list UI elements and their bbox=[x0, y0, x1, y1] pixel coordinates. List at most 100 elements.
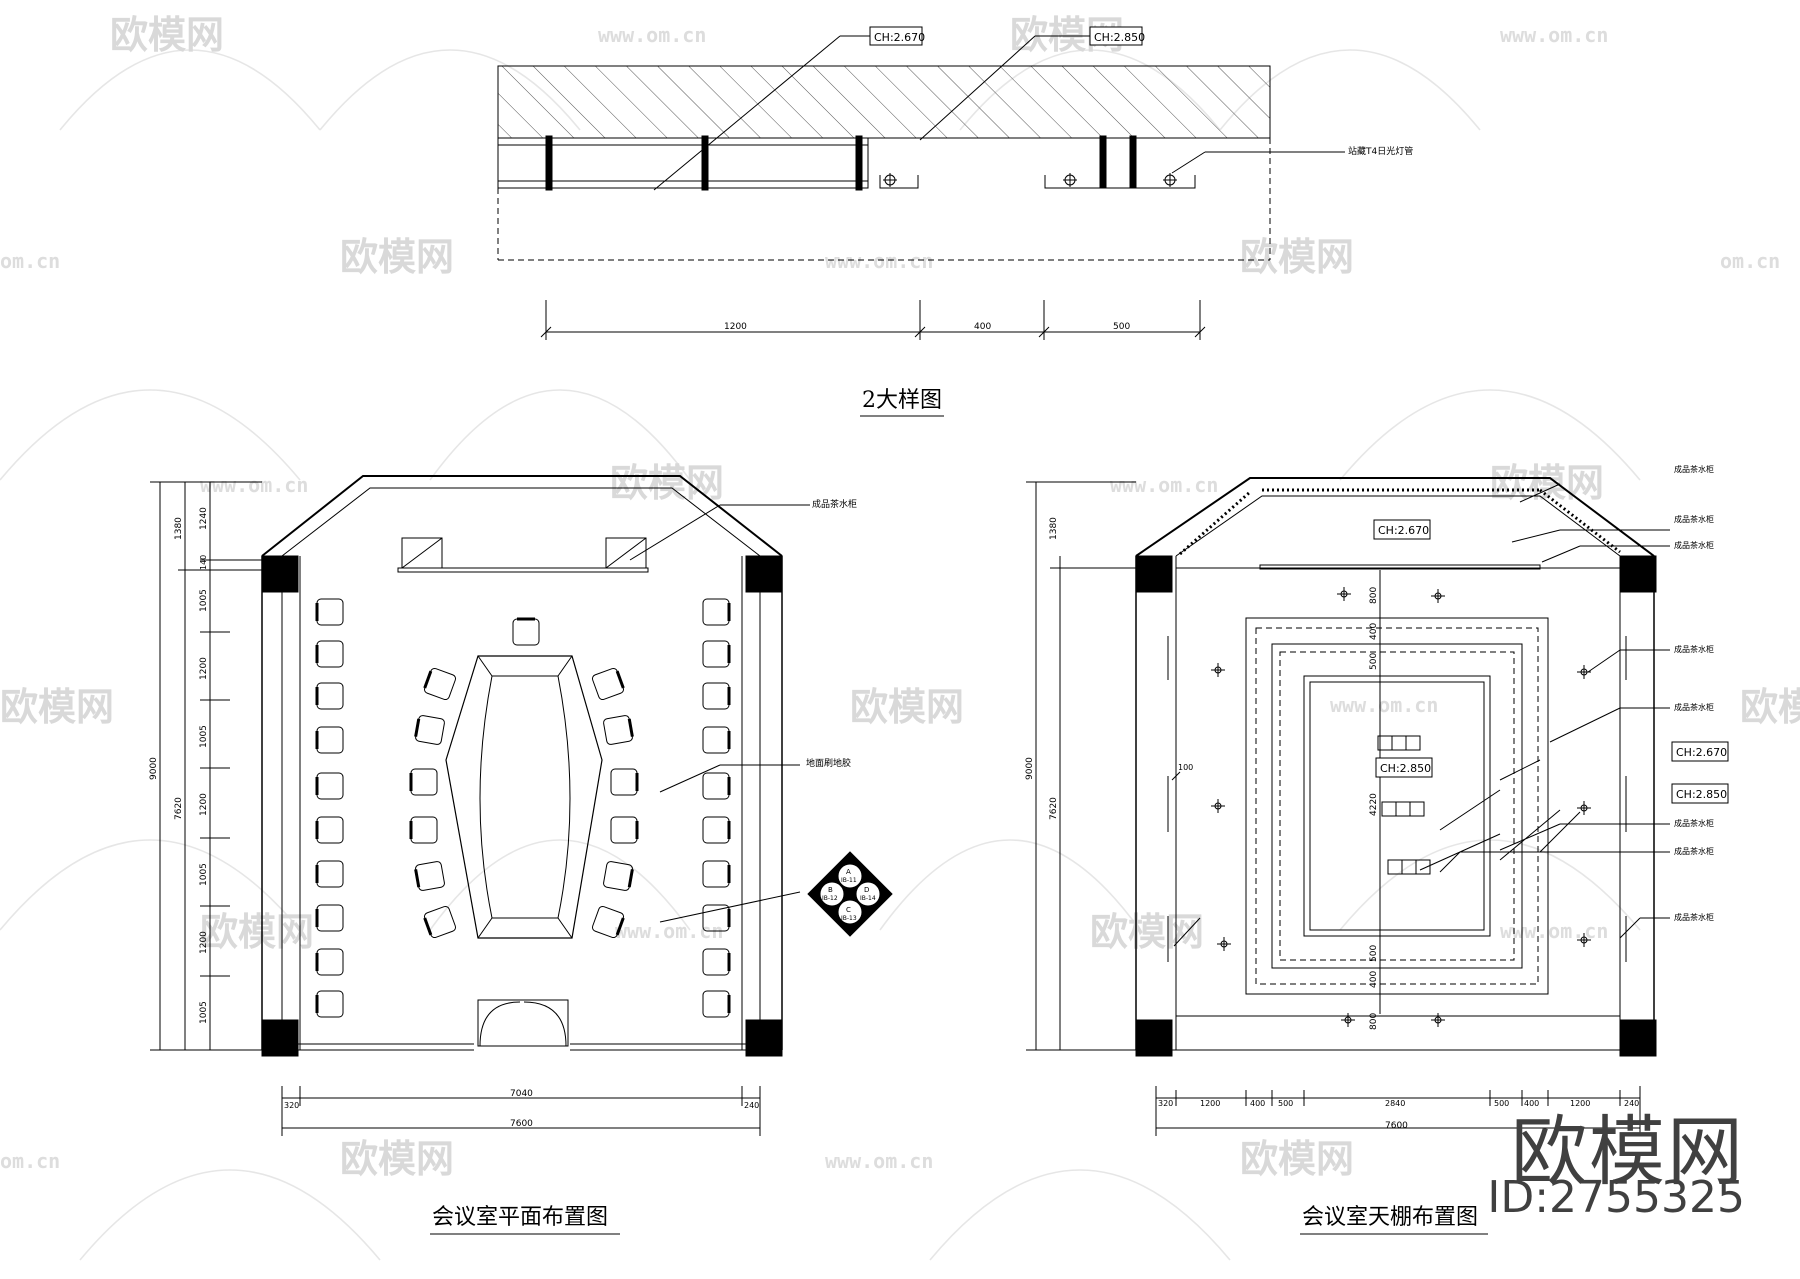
chair-icon bbox=[315, 640, 344, 668]
watermark-logo-text: 欧模网 bbox=[1511, 1107, 1745, 1196]
hatched-slab bbox=[497, 65, 1271, 139]
chair-icon bbox=[591, 667, 625, 701]
dimension-label: 1200 bbox=[1200, 1099, 1220, 1108]
column bbox=[261, 1019, 299, 1057]
annotation-label: 成品茶水柜 bbox=[1674, 540, 1714, 550]
detail-section bbox=[497, 35, 1345, 340]
dimension-label: 500 bbox=[1494, 1099, 1509, 1108]
chair-icon bbox=[702, 948, 731, 976]
chair-icon bbox=[702, 816, 731, 844]
dimension-label: 1200 bbox=[199, 931, 209, 954]
watermark-url: www.om.cn bbox=[200, 473, 308, 497]
watermark-layer: 欧模网 欧模网 www.om.cn www.om.cn 欧模网 欧模网 om.c… bbox=[0, 13, 1800, 1261]
annotation-label: 站藏T4日光灯管 bbox=[1348, 145, 1413, 157]
chair-icon bbox=[315, 904, 344, 932]
dimension-label: 500 bbox=[1369, 945, 1379, 962]
ceiling-frame bbox=[497, 137, 869, 189]
dimension-label: 7040 bbox=[510, 1089, 533, 1099]
chair-icon bbox=[702, 990, 731, 1018]
chair-icon bbox=[603, 861, 634, 891]
dimension-label: 400 bbox=[1250, 1099, 1265, 1108]
ch-tag: CH:2.670 bbox=[1378, 524, 1429, 537]
dimension-label: 1380 bbox=[174, 517, 184, 540]
dimension-label: 1005 bbox=[199, 725, 209, 748]
dimension-label: 800 bbox=[1369, 1013, 1379, 1030]
watermark-brand: 欧模网 bbox=[1740, 685, 1800, 729]
watermark-url: www.om.cn bbox=[825, 1149, 933, 1173]
chair-icon bbox=[610, 768, 639, 796]
watermark-brand: 欧模网 bbox=[110, 13, 224, 57]
dimension-label: 320 bbox=[1158, 1099, 1173, 1108]
chairs-group bbox=[315, 598, 731, 1018]
marker-ref: IB-13 bbox=[841, 915, 857, 922]
watermark-url: om.cn bbox=[0, 1149, 60, 1173]
dimension-label: 2840 bbox=[1385, 1099, 1405, 1108]
annotation-label: 成品茶水柜 bbox=[1674, 846, 1714, 856]
dimension-label: 400 bbox=[1369, 971, 1379, 988]
conference-table bbox=[445, 655, 603, 939]
annotation-label: 成品茶水柜 bbox=[1674, 644, 1714, 654]
ceiling-plan bbox=[1026, 477, 1670, 1136]
column bbox=[1135, 1019, 1173, 1057]
annotation-label: 成品茶水柜 bbox=[1674, 514, 1714, 524]
dimension-label: 7600 bbox=[510, 1119, 533, 1129]
watermark-url: www.om.cn bbox=[825, 249, 933, 273]
watermark-id: ID:2755325 bbox=[1487, 1172, 1745, 1223]
watermark-brand: 欧模网 bbox=[200, 910, 314, 954]
downlight-icon bbox=[1217, 937, 1231, 951]
watermark-brand: 欧模网 bbox=[340, 1137, 454, 1181]
chair-icon bbox=[315, 816, 344, 844]
dimension-label: 500 bbox=[1113, 322, 1130, 332]
ch-tag: CH:2.670 bbox=[1676, 746, 1727, 759]
downlight-icon bbox=[1211, 799, 1225, 813]
dimension-label: 1200 bbox=[199, 793, 209, 816]
chair-icon bbox=[414, 861, 445, 891]
plan-title: 会议室平面布置图 bbox=[432, 1205, 608, 1230]
light-trough bbox=[879, 175, 919, 189]
watermark-url: www.om.cn bbox=[1500, 23, 1608, 47]
watermark-brand: 欧模网 bbox=[0, 685, 114, 729]
downlight-icon bbox=[1211, 663, 1225, 677]
joist bbox=[855, 135, 863, 191]
annotation-label: 地面刷地胶 bbox=[806, 757, 851, 769]
column bbox=[1619, 555, 1657, 593]
ch-tag: CH:2.850 bbox=[1676, 788, 1727, 801]
dimension-label: 400 bbox=[1524, 1099, 1539, 1108]
dimension-label: 9000 bbox=[149, 757, 159, 780]
marker-letter: B bbox=[828, 886, 833, 894]
chair-icon bbox=[315, 948, 344, 976]
dimension-label: 140 bbox=[199, 555, 208, 570]
dimension-label: 320 bbox=[284, 1101, 299, 1110]
chair-icon bbox=[702, 598, 731, 626]
dimension-label: 1240 bbox=[199, 507, 209, 530]
chair-icon bbox=[315, 772, 344, 800]
chair-icon bbox=[702, 682, 731, 710]
ch-tag-left: CH:2.670 bbox=[874, 31, 925, 44]
chair-icon bbox=[409, 816, 438, 844]
chair-icon bbox=[702, 726, 731, 754]
dimension-label: 240 bbox=[744, 1101, 759, 1110]
chair-icon bbox=[315, 726, 344, 754]
dimension-label: 7620 bbox=[174, 797, 184, 820]
downlight-icon bbox=[1431, 1013, 1445, 1027]
watermark-url: om.cn bbox=[0, 249, 60, 273]
watermark-brand: 欧模网 bbox=[1240, 1137, 1354, 1181]
chair-icon bbox=[512, 617, 540, 646]
section-index-marker bbox=[807, 851, 893, 937]
annotation-label: 成品茶水柜 bbox=[812, 498, 857, 510]
detail-labels: CH:2.670 CH:2.850 站藏T4日光灯管 1200 400 500 … bbox=[724, 26, 1413, 417]
ceiling-tray-outer bbox=[1245, 617, 1549, 995]
light-panel-icon bbox=[1377, 735, 1431, 875]
annotation-label: 成品茶水柜 bbox=[1674, 464, 1714, 474]
chair-icon bbox=[315, 598, 344, 626]
dimension-label: 100 bbox=[1178, 763, 1193, 772]
downlight-icon bbox=[1341, 1013, 1355, 1027]
dimension-label: 500 bbox=[1369, 653, 1379, 670]
chair-icon bbox=[315, 682, 344, 710]
annotation-label: 成品茶水柜 bbox=[1674, 818, 1714, 828]
chair-icon bbox=[591, 905, 625, 939]
chair-icon bbox=[409, 768, 438, 796]
marker-letter: C bbox=[846, 906, 851, 914]
downlights-group bbox=[1211, 587, 1591, 1027]
